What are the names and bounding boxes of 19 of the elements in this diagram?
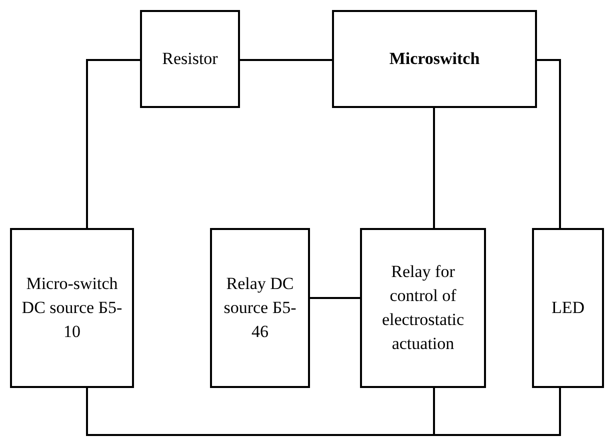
block-box: [10, 228, 134, 388]
wire: [433, 108, 435, 228]
block-label: Micro-switch DC source Б5-10: [20, 273, 124, 343]
wire: [240, 59, 332, 61]
wire: [310, 297, 360, 299]
block-box: [360, 228, 486, 388]
block-box: [140, 10, 240, 108]
block-box: [532, 228, 604, 388]
block-label: Microswitch: [389, 48, 480, 70]
block-label: LED: [551, 297, 585, 319]
wire: [86, 388, 435, 436]
wire: [433, 388, 561, 436]
block-box: [332, 10, 537, 108]
block-label: Relay for control of electrostatic actuation: [380, 261, 466, 355]
block-label: Resistor: [162, 48, 218, 70]
block-box: [210, 228, 310, 388]
wire: [537, 59, 561, 228]
wire: [86, 59, 140, 228]
block-label: Relay DC source Б5-46: [222, 273, 298, 343]
